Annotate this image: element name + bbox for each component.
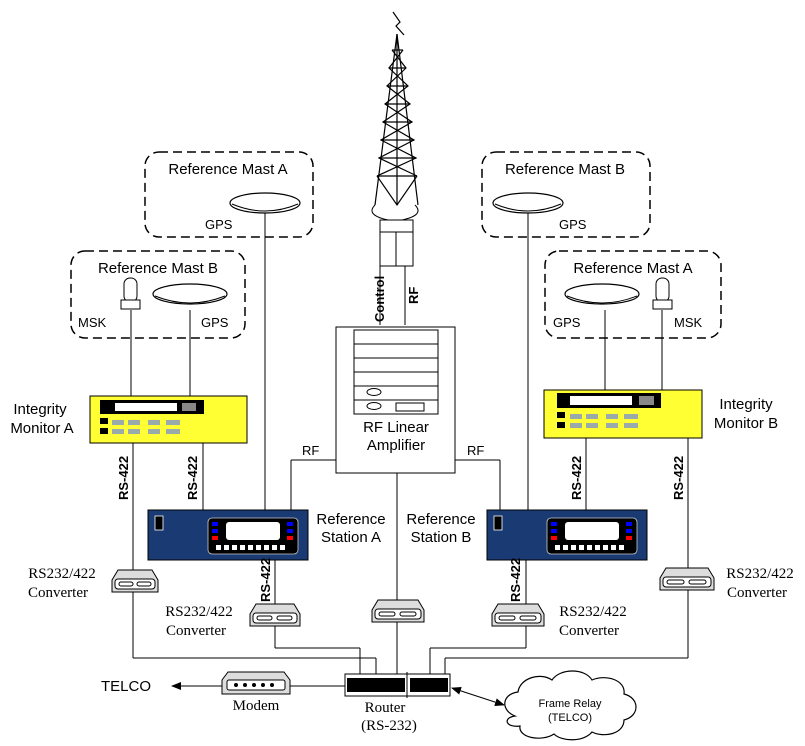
router-label-1: Router: [365, 700, 406, 716]
amplifier-label-line2: Amplifier: [367, 437, 425, 454]
integrity-monitor-b: [543, 389, 703, 439]
reference-station-a-label-2: Station A: [321, 529, 381, 546]
left-outer-converter-label-2: Converter: [28, 585, 88, 601]
reference-station-a: [147, 509, 309, 561]
gps-antenna-icon: [152, 283, 228, 305]
rf-linear-amplifier: RF Linear Amplifier: [335, 326, 456, 474]
rs232-422-converter-icon: [659, 567, 715, 591]
antenna-feed-box: [379, 219, 414, 267]
center-converter-icon: [371, 599, 425, 623]
rs232-422-converter-icon: [111, 569, 159, 593]
msk-antenna-icon: [120, 277, 141, 310]
integrity-monitor-a-label-1: Integrity: [13, 401, 67, 418]
left-rs422-label-3: RS-422: [258, 558, 273, 602]
right-reference-mast-b: Reference Mast B GPS: [481, 151, 651, 238]
msk-antenna-icon: [652, 277, 673, 310]
connection-lines: [130, 204, 689, 707]
gps-antenna-icon: [564, 283, 640, 305]
left-outer-converter-label-1: RS232/422: [28, 566, 96, 582]
left-rs422-label-2: RS-422: [185, 456, 200, 500]
telco-label: TELCO: [101, 678, 151, 695]
right-mast-a-msk-label: MSK: [674, 315, 703, 330]
reference-station-a-label-1: Reference: [316, 511, 385, 528]
router-label-2: (RS-232): [361, 718, 417, 734]
gps-antenna-icon: [229, 192, 301, 214]
left-mast-a-title: Reference Mast A: [168, 161, 287, 178]
rs232-422-converter-icon: [491, 603, 545, 627]
left-mast-b-gps-label: GPS: [201, 315, 229, 330]
right-rf-label: RF: [467, 443, 484, 458]
right-rs422-label-2: RS-422: [671, 456, 686, 500]
left-rs422-label-1: RS-422: [116, 456, 131, 500]
reference-station-b-label-2: Station B: [411, 529, 472, 546]
left-reference-mast-b: Reference Mast B MSK GPS: [70, 250, 246, 339]
rs232-422-converter-icon: [249, 603, 301, 627]
right-reference-mast-a: Reference Mast A GPS MSK: [544, 250, 722, 339]
router-icon: [344, 672, 451, 698]
right-mast-b-gps-label: GPS: [559, 217, 587, 232]
signal-lightning-icon: [392, 11, 405, 36]
right-mast-a-gps-label: GPS: [553, 315, 581, 330]
right-inner-converter-label-1: RS232/422: [559, 604, 627, 620]
antenna-tower: [374, 11, 419, 207]
left-reference-mast-a: Reference Mast A GPS: [144, 151, 314, 238]
left-inner-converter-label-2: Converter: [166, 623, 226, 639]
integrity-monitor-a: [89, 395, 248, 444]
right-inner-converter-label-2: Converter: [559, 623, 619, 639]
amplifier-rf-label: RF: [406, 287, 421, 304]
integrity-monitor-a-label-2: Monitor A: [10, 420, 73, 437]
control-label: Control: [372, 276, 387, 322]
left-mast-b-title: Reference Mast B: [98, 260, 218, 277]
right-rs422-label-1: RS-422: [569, 456, 584, 500]
right-mast-b-title: Reference Mast B: [505, 161, 625, 178]
left-mast-a-gps-label: GPS: [205, 217, 233, 232]
left-mast-b-msk-label: MSK: [78, 315, 107, 330]
left-inner-converter-label-1: RS232/422: [165, 604, 233, 620]
modem-icon: [221, 671, 291, 695]
integrity-monitor-b-label-1: Integrity: [719, 396, 773, 413]
gps-antenna-icon: [492, 192, 564, 214]
frame-relay-cloud-icon: [504, 670, 637, 741]
reference-station-b: [486, 509, 648, 561]
right-rs422-label-3: RS-422: [508, 558, 523, 602]
right-outer-converter-label-2: Converter: [727, 585, 787, 601]
reference-station-b-label-1: Reference: [406, 511, 475, 528]
left-rf-label: RF: [302, 443, 319, 458]
right-mast-a-title: Reference Mast A: [573, 260, 692, 277]
frame-relay-label-2: (TELCO): [548, 712, 592, 724]
amplifier-label-line1: RF Linear: [363, 419, 429, 436]
right-outer-converter-label-1: RS232/422: [726, 566, 794, 582]
frame-relay-label-1: Frame Relay: [539, 698, 602, 710]
modem-label: Modem: [233, 698, 280, 714]
integrity-monitor-b-label-2: Monitor B: [714, 415, 778, 432]
